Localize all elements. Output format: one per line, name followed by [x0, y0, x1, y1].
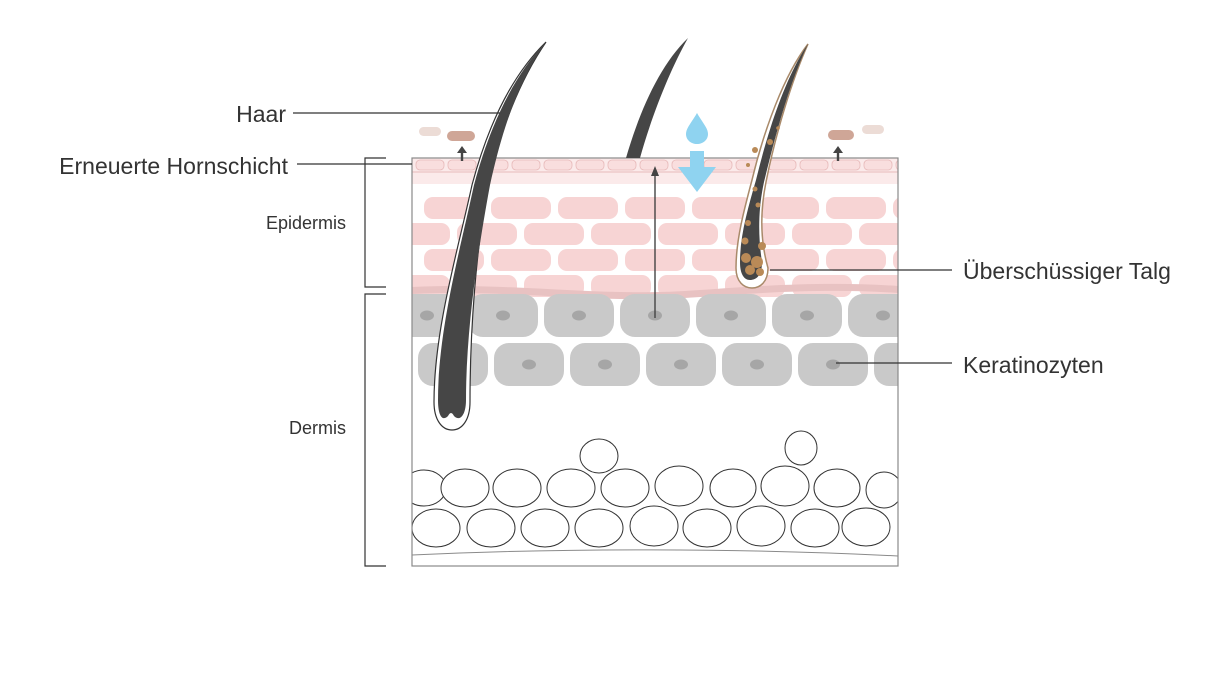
epidermis-cell	[826, 197, 886, 219]
keratinocyte-nucleus	[750, 359, 764, 370]
hair-right-follicle	[735, 43, 809, 289]
keratinocyte-nucleus	[572, 310, 586, 321]
epidermis-cell	[658, 223, 718, 245]
horn-cell	[895, 160, 898, 170]
fat-cell	[736, 505, 786, 547]
hair-left	[433, 41, 547, 431]
basal-membrane	[412, 283, 898, 300]
fat-cell	[574, 508, 624, 548]
horn-cell	[863, 159, 893, 171]
fat-cell	[813, 468, 861, 508]
epidermis-cell	[491, 197, 551, 219]
fat-cell	[466, 508, 516, 548]
fat-cell	[600, 468, 650, 508]
fat-cell	[654, 465, 704, 507]
fat-cell	[760, 465, 810, 507]
keratinocyte-nucleus	[598, 359, 612, 370]
label-epidermis: Epidermis	[266, 213, 346, 233]
horn-cell	[799, 159, 829, 171]
epidermis-cell	[412, 223, 450, 245]
epidermis-cell	[591, 223, 651, 245]
water-drop-icon	[686, 113, 708, 144]
dermis-brace	[364, 293, 386, 567]
keratinocyte-nucleus	[724, 310, 738, 321]
keratinocyte-nucleus	[876, 310, 890, 321]
hair-middle	[626, 38, 688, 158]
epidermis-cell	[591, 275, 651, 297]
fat-cell	[841, 507, 891, 547]
up-arrow-icon	[457, 146, 467, 161]
epidermis-cell	[792, 223, 852, 245]
keratinocyte-nucleus	[902, 360, 916, 370]
epidermis-cell	[558, 197, 618, 219]
keratinocyte-nucleus	[420, 310, 434, 321]
keratinocyte-nucleus	[522, 359, 536, 370]
fat-cell	[682, 508, 732, 548]
horn-cell	[543, 159, 573, 171]
horn-cell	[767, 159, 797, 171]
down-arrow-icon	[678, 151, 716, 192]
sebum-dots	[741, 126, 780, 276]
horn-cell	[447, 159, 477, 171]
renewal-arrow	[651, 166, 659, 318]
epidermis-cell	[759, 249, 819, 271]
fat-cell	[579, 438, 619, 474]
up-arrow-icon	[833, 146, 843, 161]
keratinocyte-nucleus	[800, 310, 814, 321]
epidermis-cell	[558, 249, 618, 271]
epidermis-cell	[893, 197, 898, 219]
keratinocyte-cell	[848, 294, 898, 337]
fat-cell	[412, 508, 461, 548]
fat-cell	[629, 505, 679, 547]
label-keratinocytes: Keratinozyten	[963, 352, 1104, 378]
horn-cell	[415, 159, 445, 171]
fat-cell	[865, 471, 898, 509]
epidermis-cell	[826, 249, 886, 271]
horn-cell	[511, 159, 541, 171]
label-dermis: Dermis	[289, 418, 346, 438]
epidermis-cell	[692, 197, 752, 219]
epidermis-cell	[859, 223, 898, 245]
label-sebum: Überschüssiger Talg	[963, 258, 1171, 284]
epidermis-cell	[524, 223, 584, 245]
shedding-flakes	[419, 125, 884, 141]
skin-cross-section	[412, 158, 916, 557]
fat-cell	[520, 508, 570, 548]
epidermis-cells	[412, 197, 898, 297]
horn-cell	[575, 159, 605, 171]
fat-cell	[784, 430, 818, 466]
epidermis-cell	[412, 275, 450, 297]
fat-cell	[440, 468, 490, 508]
epidermis-brace	[364, 157, 386, 288]
epidermis-cell	[491, 249, 551, 271]
bottom-curve	[412, 549, 898, 557]
keratinocyte-cells	[412, 294, 916, 386]
keratinocyte-nucleus	[826, 359, 840, 370]
keratinocyte-cell	[874, 343, 898, 386]
fat-cell	[492, 468, 542, 508]
epidermis-cell	[759, 197, 819, 219]
label-horn-layer: Erneuerte Hornschicht	[59, 153, 288, 179]
fat-cell	[412, 469, 447, 507]
label-hair: Haar	[236, 101, 286, 127]
fat-cell	[546, 468, 596, 508]
skin-frame	[411, 157, 899, 567]
epidermis-cell	[893, 249, 898, 271]
horn-cell	[831, 159, 861, 171]
fat-cell	[790, 508, 840, 548]
fat-cells	[412, 430, 898, 548]
keratinocyte-nucleus	[496, 310, 510, 321]
keratinocyte-nucleus	[674, 359, 688, 370]
horn-cell	[607, 159, 637, 171]
fat-cell	[709, 468, 757, 508]
